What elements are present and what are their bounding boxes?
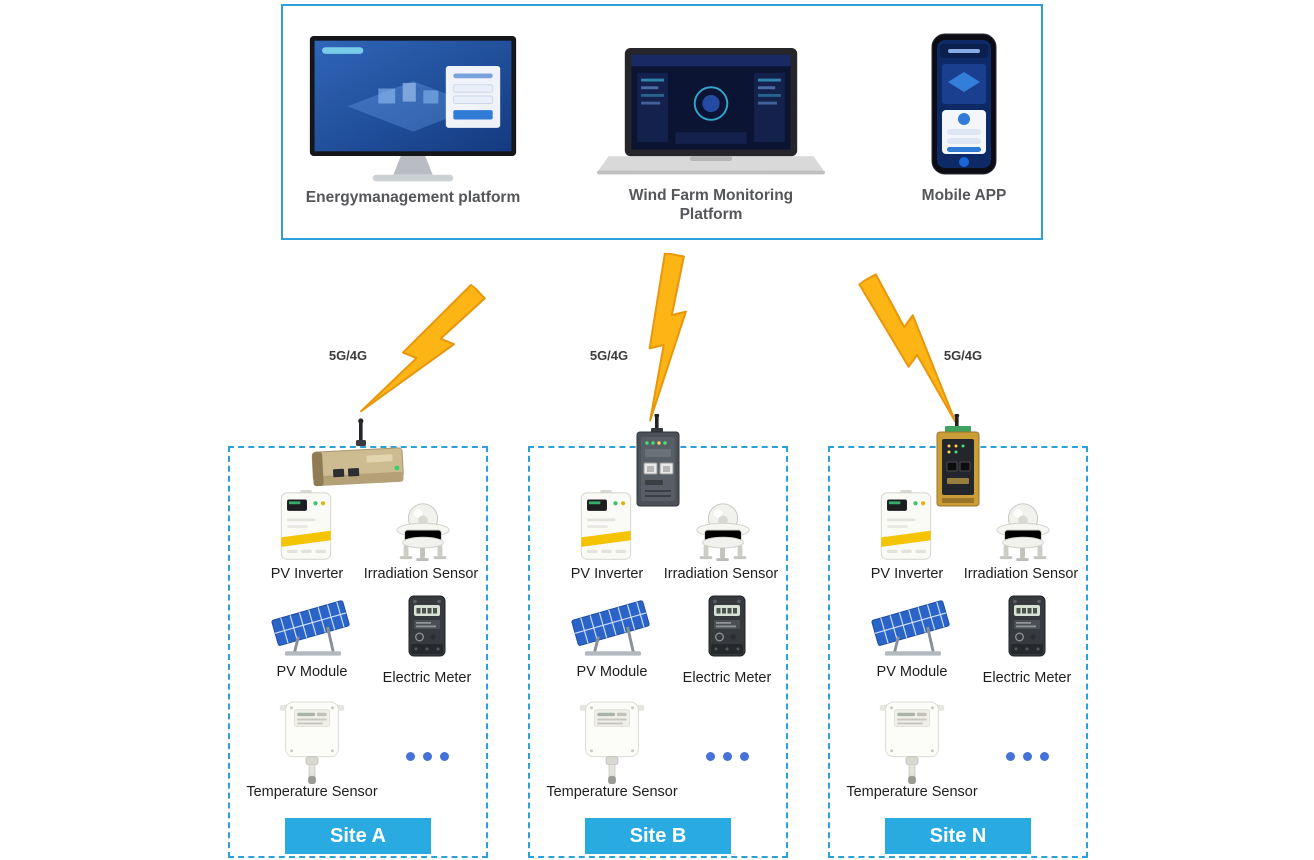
temperature-sensor-icon — [575, 700, 649, 784]
irradiation-sensor-icon — [978, 498, 1068, 562]
lightning-bolt-icon — [840, 262, 992, 433]
pv-module-icon — [566, 594, 658, 660]
site-badge: Site A — [285, 818, 431, 854]
irradiation-sensor-icon — [378, 498, 468, 562]
wind-farm-laptop-icon — [591, 48, 831, 184]
irradiation-sensor-icon — [678, 498, 768, 562]
irradiation-sensor-label: Irradiation Sensor — [963, 566, 1079, 582]
temperature-sensor-label: Temperature Sensor — [546, 784, 678, 800]
energy-platform-label: Energymanagement platform — [305, 189, 521, 206]
pv-inverter-icon — [875, 490, 937, 564]
site-badge: Site N — [885, 818, 1031, 854]
more-devices-dots — [706, 752, 749, 761]
more-devices-dots — [1006, 752, 1049, 761]
pv-module-label: PV Module — [576, 664, 648, 680]
electric-meter-icon — [402, 594, 452, 662]
lightning-bolt-icon — [635, 252, 701, 424]
pv-module-icon — [866, 594, 958, 660]
link-label-5g4g: 5G/4G — [589, 348, 629, 363]
wind-farm-platform-label: Wind Farm Monitoring Platform — [628, 187, 794, 223]
electric-meter-label: Electric Meter — [982, 670, 1072, 686]
pv-inverter-icon — [275, 490, 337, 564]
temperature-sensor-icon — [875, 700, 949, 784]
pv-module-icon — [266, 594, 358, 660]
irradiation-sensor-label: Irradiation Sensor — [663, 566, 779, 582]
mobile-app-label: Mobile APP — [921, 187, 1007, 204]
energy-platform-monitor-icon — [305, 36, 521, 186]
site-box-a: PV Inverter Irradiation Sensor PV Module… — [228, 446, 488, 858]
mobile-app-phone-icon — [926, 32, 1002, 178]
link-label-5g4g: 5G/4G — [328, 348, 368, 363]
temperature-sensor-label: Temperature Sensor — [846, 784, 978, 800]
electric-meter-label: Electric Meter — [682, 670, 772, 686]
pv-inverter-label: PV Inverter — [570, 566, 644, 582]
more-devices-dots — [406, 752, 449, 761]
irradiation-sensor-label: Irradiation Sensor — [363, 566, 479, 582]
pv-inverter-icon — [575, 490, 637, 564]
site-badge: Site B — [585, 818, 731, 854]
pv-module-label: PV Module — [276, 664, 348, 680]
electric-meter-icon — [1002, 594, 1052, 662]
temperature-sensor-label: Temperature Sensor — [246, 784, 378, 800]
temperature-sensor-icon — [275, 700, 349, 784]
pv-inverter-label: PV Inverter — [870, 566, 944, 582]
electric-meter-label: Electric Meter — [382, 670, 472, 686]
pv-module-label: PV Module — [876, 664, 948, 680]
site-box-n: PV Inverter Irradiation Sensor PV Module… — [828, 446, 1088, 858]
link-label-5g4g: 5G/4G — [943, 348, 983, 363]
pv-inverter-label: PV Inverter — [270, 566, 344, 582]
cloud-platforms-panel: Energymanagement platform Wind Farm Moni… — [281, 4, 1043, 240]
electric-meter-icon — [702, 594, 752, 662]
site-box-b: PV Inverter Irradiation Sensor PV Module… — [528, 446, 788, 858]
